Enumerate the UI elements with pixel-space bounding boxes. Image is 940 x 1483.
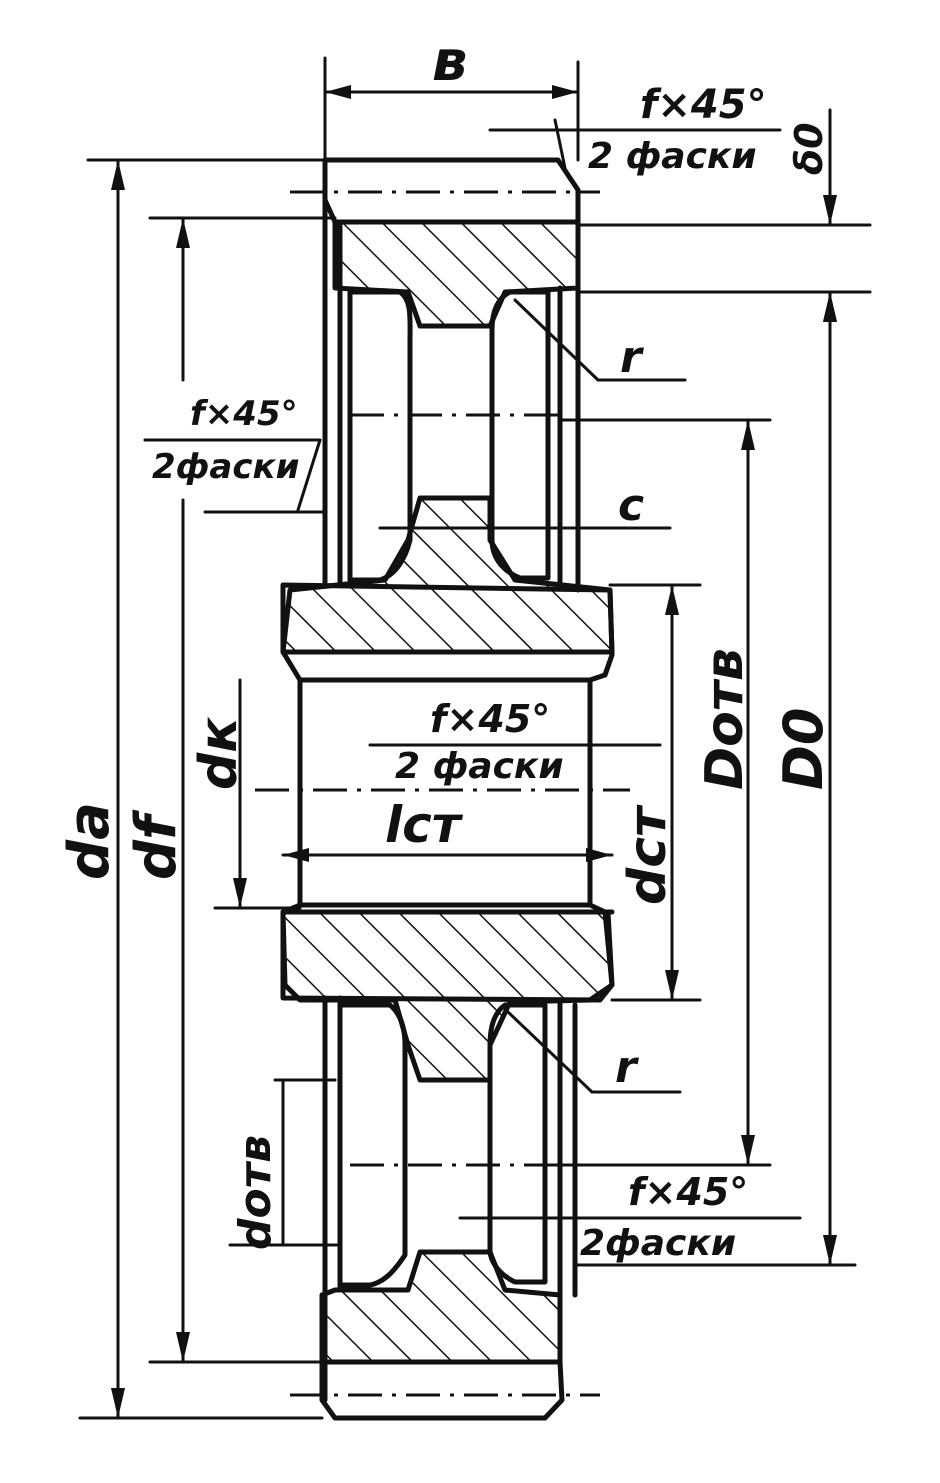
label-Dotv: Dотв	[695, 648, 755, 790]
web-hub-section-top	[280, 495, 615, 655]
label-b: в	[432, 29, 467, 94]
gear-outline	[280, 157, 615, 1421]
dimension-labels: в f×45° 2 фаски δ0 r f×45° 2фаски c dк f…	[57, 29, 835, 1264]
label-chamfer-left: f×45°	[190, 394, 298, 434]
extension-lines	[78, 56, 872, 1420]
label-chamfer-bottom-note: 2фаски	[580, 1223, 736, 1264]
center-lines	[255, 190, 630, 1397]
label-chamfer-top: f×45°	[640, 82, 767, 128]
label-dotv: dотв	[230, 1135, 281, 1250]
label-dst: dст	[618, 804, 678, 905]
label-r-top: r	[620, 332, 644, 383]
label-lst: lст	[385, 796, 464, 854]
dimension-lines	[111, 85, 837, 1420]
label-c: c	[618, 480, 644, 531]
label-dk: dк	[189, 716, 249, 790]
label-chamfer-top-note: 2 фаски	[588, 136, 757, 177]
label-r-bottom: r	[615, 1042, 639, 1093]
label-chamfer-left-note: 2фаски	[152, 447, 299, 487]
label-delta0: δ0	[787, 122, 831, 175]
rim-section-top	[332, 219, 581, 329]
label-chamfer-bore-note: 2 фаски	[395, 746, 564, 787]
label-chamfer-bottom: f×45°	[628, 1170, 748, 1214]
rim-section-bottom	[319, 1249, 563, 1365]
label-D0: D0	[772, 708, 835, 790]
label-df: df	[124, 809, 189, 880]
label-da: da	[57, 802, 122, 880]
label-chamfer-bore: f×45°	[430, 697, 550, 741]
